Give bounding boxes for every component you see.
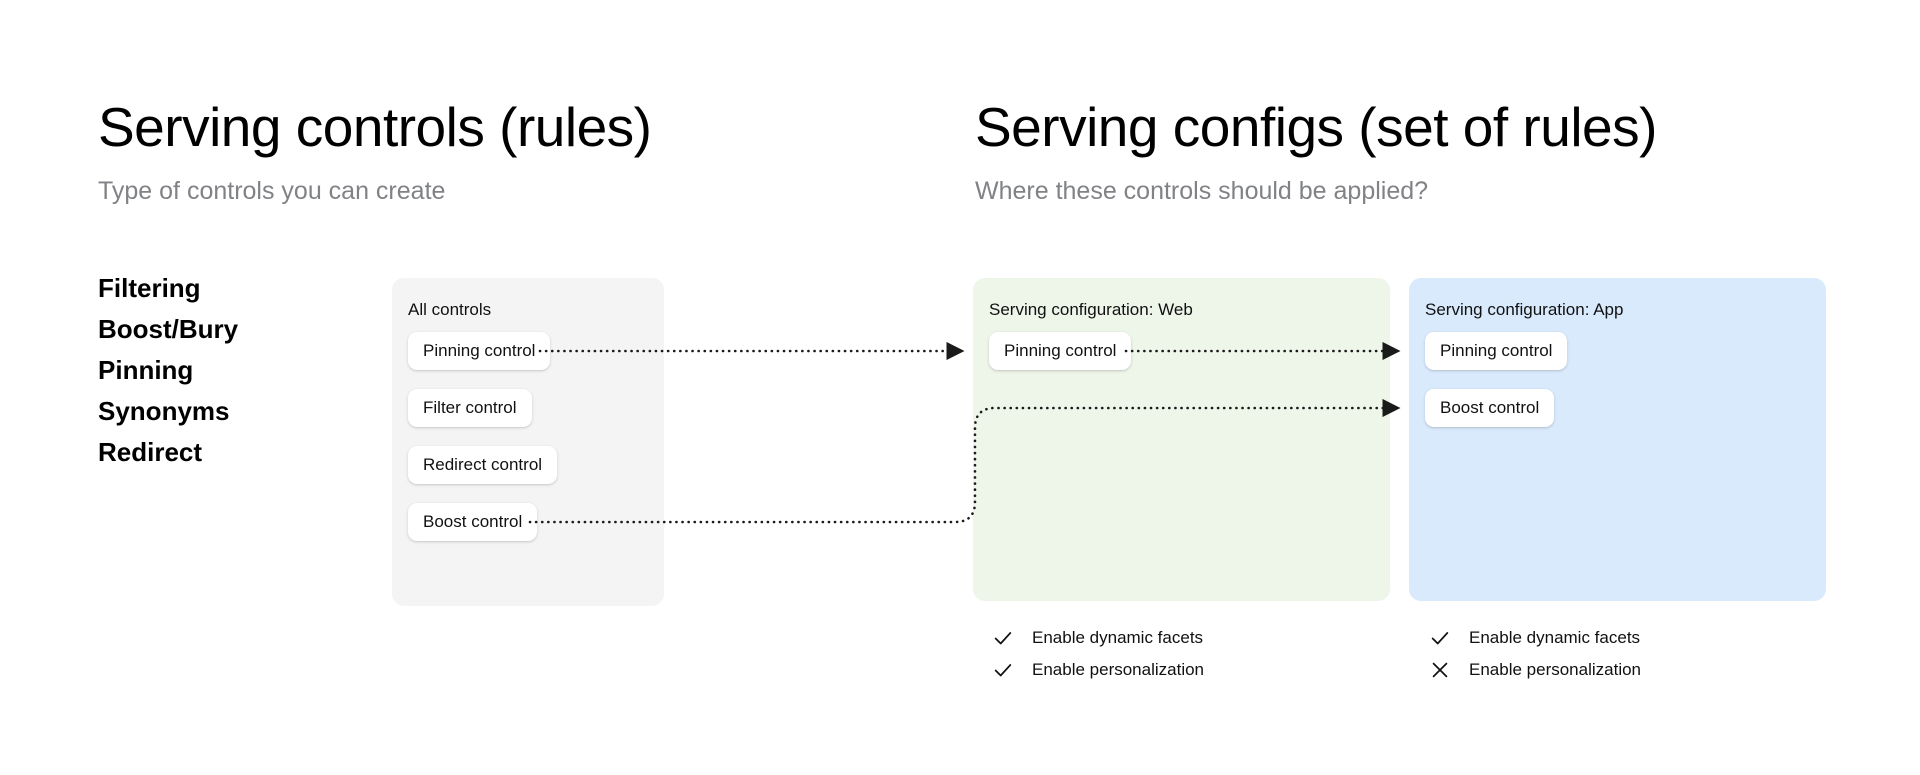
check-icon (990, 625, 1016, 651)
serving-config-app-label: Serving configuration: App (1425, 300, 1624, 319)
chip-pinning-control[interactable]: Pinning control (408, 332, 551, 370)
option-row[interactable]: Enable personalization (1427, 654, 1641, 686)
control-type-item: Pinning (98, 355, 194, 385)
left-column-subtitle: Type of controls you can create (98, 177, 446, 205)
option-label: Enable dynamic facets (1032, 628, 1204, 647)
chip-boost-control[interactable]: Boost control (408, 503, 538, 541)
chip-pinning-control[interactable]: Pinning control (1425, 332, 1568, 370)
control-type-item: Redirect (98, 437, 203, 467)
right-column-title: Serving configs (set of rules) (975, 96, 1657, 158)
chip-boost-control[interactable]: Boost control (1425, 389, 1555, 427)
serving-config-web-label: Serving configuration: Web (989, 300, 1193, 319)
left-column-title: Serving controls (rules) (98, 96, 652, 158)
serving-config-app-card: Serving configuration: App Pinning contr… (1409, 278, 1826, 601)
option-row[interactable]: Enable dynamic facets (990, 622, 1204, 654)
cross-icon (1427, 657, 1453, 683)
all-controls-card-label: All controls (408, 300, 492, 319)
option-row[interactable]: Enable personalization (990, 654, 1204, 686)
right-column-subtitle: Where these controls should be applied? (975, 177, 1429, 205)
serving-config-web-options: Enable dynamic facets Enable personaliza… (990, 622, 1204, 686)
serving-config-app-options: Enable dynamic facets Enable personaliza… (1427, 622, 1641, 686)
check-icon (1427, 625, 1453, 651)
control-type-item: Synonyms (98, 396, 230, 426)
chip-filter-control[interactable]: Filter control (408, 389, 532, 427)
option-label: Enable personalization (1469, 660, 1642, 679)
option-row[interactable]: Enable dynamic facets (1427, 622, 1641, 654)
control-type-item: Boost/Bury (98, 314, 239, 344)
control-type-list: Filtering Boost/Bury Pinning Synonyms Re… (98, 268, 238, 473)
option-label: Enable dynamic facets (1469, 628, 1641, 647)
check-icon (990, 657, 1016, 683)
control-type-item: Filtering (98, 273, 201, 303)
all-controls-card: All controls Pinning control Filter cont… (392, 278, 664, 606)
option-label: Enable personalization (1032, 660, 1205, 679)
chip-redirect-control[interactable]: Redirect control (408, 446, 558, 484)
chip-pinning-control[interactable]: Pinning control (989, 332, 1132, 370)
serving-config-web-card: Serving configuration: Web Pinning contr… (973, 278, 1390, 601)
